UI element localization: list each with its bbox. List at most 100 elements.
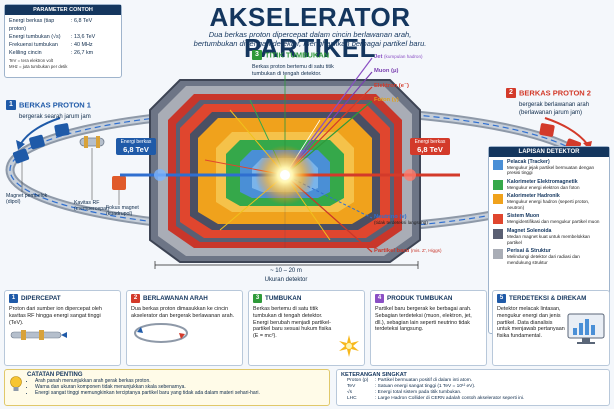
param-value: : 6,8 TeV <box>71 18 93 24</box>
beam-1-energy-badge: Energi berkas 6,8 TeV <box>116 138 156 155</box>
param-row: Frekuensi tumbukan : 40 MHz <box>9 41 117 49</box>
param-key: Frekuensi tumbukan <box>9 42 58 48</box>
legend-item: Pelacak (Tracker)Mengukur jejak partikel… <box>489 157 609 177</box>
subtitle-line-1: Dua berkas proton dipercepat dalam cinci… <box>208 30 412 39</box>
rf-cavity-icon <box>10 330 67 341</box>
glossary-row: √s: Energi total sistem pada titik tumbu… <box>341 390 605 396</box>
legend-item-title: Sistem Muon <box>507 213 540 220</box>
param-row: Energi tumbukan (√s) : 13,6 TeV <box>9 33 117 41</box>
beam-2-subtitle-2: (berlawanan jarum jam) <box>519 109 583 116</box>
glossary-title: KETERANGAN SINGKAT <box>341 372 407 378</box>
step-body: Dua berkas proton dimasukkan ke cincin a… <box>131 306 235 319</box>
rf-label: Kavitas RF (mempercepat) <box>74 200 109 212</box>
glossary-definition: : Energi total sistem pada titik tumbuka… <box>375 390 462 395</box>
param-value: : 40 MHz <box>71 42 93 48</box>
legend-item-desc: Mengukur energi hadron (seperti proton, … <box>507 199 590 210</box>
glossary-definition: : Partikel bermuatan positif di dalam in… <box>375 378 473 383</box>
glossary-row: Proton (p) : Partikel bermuatan positif d… <box>341 378 605 384</box>
legend-swatch <box>493 179 503 190</box>
glossary-term: LHC <box>347 396 357 401</box>
subtitle-line-2: bertumbukan di tengah detektor, menghasi… <box>193 39 427 48</box>
lightbulb-icon <box>10 376 22 391</box>
glossary-term: Proton (p) <box>347 378 369 383</box>
step-body: Partikel baru bergerak ke berbagai arah.… <box>375 306 472 333</box>
step-body: Detektor melacak lintasan, mengukur ener… <box>497 306 565 340</box>
legend-item-desc: Mengidentifikasi dan mengukur partikel m… <box>507 219 600 225</box>
step-number: 3 <box>253 294 262 303</box>
dipole-magnet <box>12 123 70 164</box>
dimension-caption: Ukuran detektor <box>264 277 308 283</box>
new-particle-note: (mis. Z', Higgs) <box>410 248 442 253</box>
particle-label-muon: Muon (μ) <box>374 68 399 74</box>
step-number: 1 <box>9 294 18 303</box>
beam-2-energy-label: Energi berkas <box>414 139 446 145</box>
collision-title: TITIK TUMBUKAN <box>265 50 330 60</box>
param-row: Keliling cincin: 26,7 km <box>9 49 117 57</box>
dimension-value: ~ 10 – 20 m <box>267 268 305 274</box>
particle-label-new: Partikel baru (mis. Z', Higgs) <box>374 248 442 254</box>
rf-cavity <box>79 136 105 148</box>
legend-swatch <box>493 229 503 240</box>
legend-item-desc: Medan magnet kuat untuk membelokkan part… <box>507 234 590 245</box>
beam-2-number: 2 <box>506 87 516 98</box>
dipole-label-2: (dipol) <box>6 199 21 205</box>
beam-1-bunch <box>154 169 166 181</box>
beam-2-bunch <box>404 169 416 181</box>
param-row: Energi berkas (tiap proton) : 6,8 TeV <box>9 17 117 33</box>
param-key: Energi tumbukan (√s) <box>9 34 61 40</box>
glossary-definition: : Large Hadron Collider di CERN adalah c… <box>375 396 525 401</box>
step-title: TUMBUKAN <box>265 295 302 302</box>
legend-swatch <box>493 249 503 260</box>
glossary: KETERANGAN SINGKAT Proton (p) : Partikel … <box>336 369 610 406</box>
glossary-definition: : Satuan energi sangat tinggi (1 TeV = 1… <box>375 384 476 389</box>
notes-title: CATATAN PENTING <box>27 372 83 378</box>
step-number: 2 <box>131 294 140 303</box>
legend-title: LAPISAN DETEKTOR <box>489 147 609 157</box>
legend-item-title: Kalorimeter Elektromagnetik <box>507 178 578 185</box>
step-title: PRODUK TUMBUKAN <box>387 295 453 302</box>
beam-1-subtitle: bergerak searah jarum jam <box>19 114 91 120</box>
param-key: Energi berkas (tiap proton) <box>9 18 55 32</box>
rf-label-2: (mempercepat) <box>74 206 110 212</box>
quadrupole-label: Fokus magnet (kuadrupol) <box>106 205 139 217</box>
neutrino-note: (tidak terdeteksi langsung) <box>374 220 428 225</box>
page-subtitle: Dua berkas proton dipercepat dalam cinci… <box>150 30 470 48</box>
glossary-row: LHC : Large Hadron Collider di CERN adala… <box>341 396 605 402</box>
important-notes: CATATAN PENTING Arah panah menunjukkan a… <box>4 369 330 406</box>
beam-1-number: 1 <box>6 99 16 110</box>
note-item: Arah panah menunjukkan arah gerak berkas… <box>35 378 325 384</box>
collision-subtitle-2: tumbukan di tengah detektor. <box>252 70 322 77</box>
collision-point <box>280 170 290 180</box>
legend-item-title: Perisai & Struktur <box>507 248 551 255</box>
beam-2-energy-value: 6,8 TeV <box>417 145 443 154</box>
collision-number: 3 <box>252 49 262 60</box>
beam-1-arrow <box>16 117 61 150</box>
burst-icon <box>339 335 359 357</box>
glossary-term: TeV <box>347 384 356 389</box>
note-item: Energi sangat tinggi memungkinkan tercip… <box>35 390 325 396</box>
legend-swatch <box>493 159 503 170</box>
step-number: 4 <box>375 294 384 303</box>
param-value: : 13,6 TeV <box>71 34 96 40</box>
accelerator-diagram <box>5 57 595 269</box>
beam-1-energy-value: 6,8 TeV <box>123 145 149 154</box>
legend-item-title: Magnet Solenoida <box>507 228 552 235</box>
note-mhz: MHz = juta tumbukan per detik <box>9 63 68 69</box>
beam-1-energy-label: Energi berkas <box>120 139 152 145</box>
